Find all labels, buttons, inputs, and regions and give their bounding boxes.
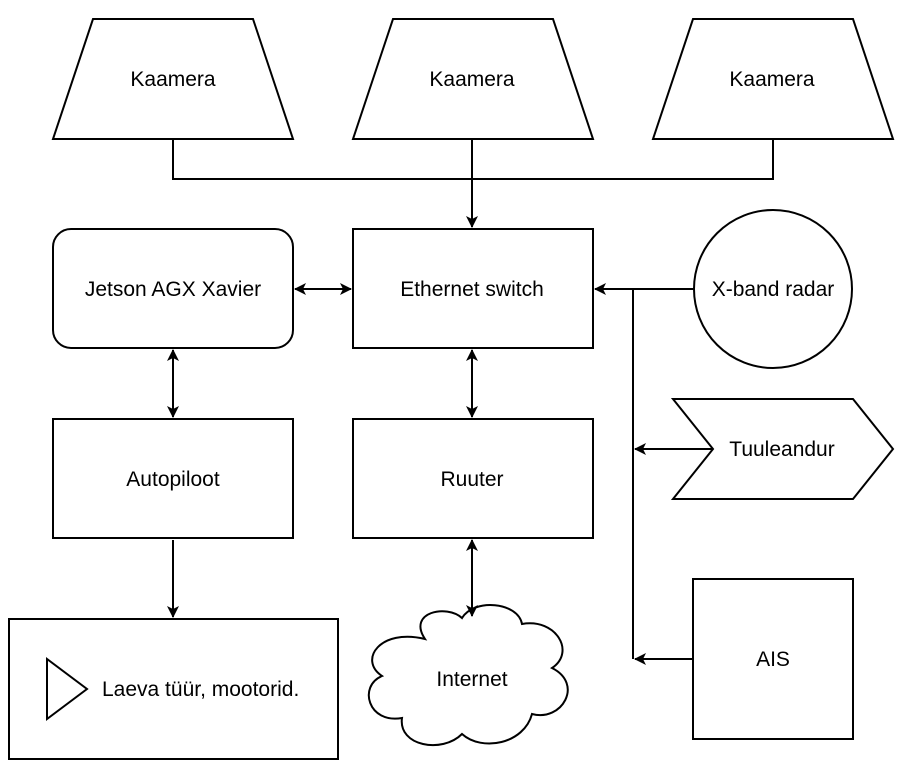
ais-node: AIS	[692, 578, 854, 740]
radar-label: X-band radar	[712, 278, 835, 301]
internet-label: Internet	[436, 668, 507, 691]
ship-output-label: Laeva tüür, mootorid.	[102, 678, 299, 701]
ethernet-switch-node: Ethernet switch	[352, 228, 594, 349]
camera-right-node: Kaamera	[651, 18, 895, 140]
jetson-label: Jetson AGX Xavier	[85, 278, 261, 301]
internet-node: Internet	[367, 604, 569, 747]
autopilot-node: Autopiloot	[52, 418, 294, 539]
wind-sensor-label: Tuuleandur	[729, 438, 834, 461]
wind-sensor-node: Tuuleandur	[670, 398, 895, 500]
router-label: Ruuter	[440, 468, 503, 491]
camera-left-label: Kaamera	[130, 68, 216, 91]
ais-label: AIS	[756, 648, 790, 671]
ship-output-node: Laeva tüür, mootorid.	[8, 618, 339, 760]
camera-center-node: Kaamera	[351, 18, 595, 140]
triangle-icon	[46, 657, 89, 721]
camera-left-node: Kaamera	[51, 18, 295, 140]
ethernet-switch-label: Ethernet switch	[400, 278, 544, 301]
router-node: Ruuter	[352, 418, 594, 539]
radar-node: X-band radar	[693, 209, 853, 369]
camera-center-label: Kaamera	[429, 68, 515, 91]
jetson-node: Jetson AGX Xavier	[52, 228, 294, 349]
camera-right-label: Kaamera	[729, 68, 815, 91]
autopilot-label: Autopiloot	[126, 468, 220, 491]
